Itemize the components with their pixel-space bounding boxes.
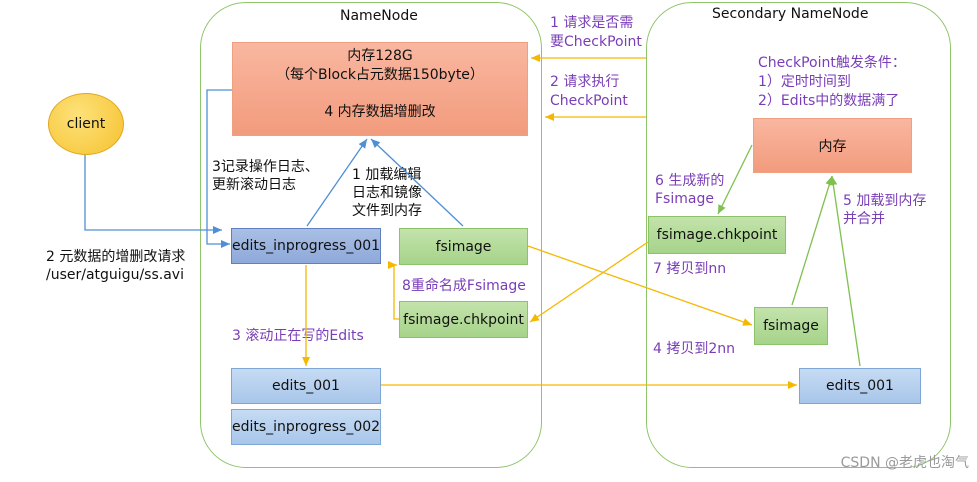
secondary-edits-001-box: edits_001 bbox=[799, 368, 921, 404]
secondary-memory-box: 内存 bbox=[753, 118, 912, 173]
generate-line2: Fsimage bbox=[655, 191, 714, 207]
namenode-fsimage-chkpoint-box: fsimage.chkpoint bbox=[399, 301, 528, 338]
client-request-line1: 2 元数据的增删改请求 bbox=[46, 249, 186, 265]
secondary-memory-label: 内存 bbox=[818, 138, 847, 155]
trigger-line1: CheckPoint触发条件： bbox=[758, 55, 906, 71]
edits-inprogress-001-label: edits_inprogress_001 bbox=[231, 238, 381, 254]
roll-edits-label: 3 滚动正在写的Edits bbox=[232, 328, 364, 344]
namenode-edits-001-label: edits_001 bbox=[272, 378, 340, 394]
client-request-line2: /user/atguigu/ss.avi bbox=[46, 267, 184, 283]
namenode-panel bbox=[200, 2, 542, 468]
generate-line1: 6 生成新的 bbox=[655, 173, 725, 189]
namenode-fsimage-box: fsimage bbox=[399, 228, 528, 265]
secondary-fsimage-box: fsimage bbox=[754, 307, 828, 345]
edits-to-memory-arrow bbox=[306, 138, 368, 227]
edits-inprogress-001-box: edits_inprogress_001 bbox=[231, 228, 381, 264]
trigger-line3: 2）Edits中的数据满了 bbox=[758, 93, 900, 109]
secondary-fsimage-chkpoint-box: fsimage.chkpoint bbox=[648, 216, 786, 254]
copy-chkpoint-arrow bbox=[529, 241, 649, 323]
watermark: CSDN @老虎也淘气 bbox=[840, 455, 969, 471]
record-log-line2: 更新滚动日志 bbox=[212, 177, 296, 193]
copy-nn-label: 7 拷贝到nn bbox=[653, 261, 727, 277]
namenode-fsimage-chkpoint-label: fsimage.chkpoint bbox=[403, 311, 524, 328]
edits-inprogress-002-label: edits_inprogress_002 bbox=[231, 419, 381, 435]
client-node: client bbox=[48, 93, 124, 155]
namenode-title: NameNode bbox=[340, 8, 418, 24]
rename-label: 8重命名成Fsimage bbox=[402, 278, 526, 294]
load-merge-line2: 并合并 bbox=[843, 211, 885, 227]
copy-fsimage-arrow bbox=[527, 245, 753, 326]
client-label: client bbox=[66, 116, 106, 132]
namenode-fsimage-label: fsimage bbox=[435, 238, 492, 255]
memory-size-text: 内存128G bbox=[347, 48, 413, 64]
memory-crud-text: 4 内存数据增删改 bbox=[324, 104, 436, 120]
copy-2nn-label: 4 拷贝到2nn bbox=[653, 341, 736, 357]
namenode-memory-box: 内存128G （每个Block占元数据150byte） 4 内存数据增删改 bbox=[232, 42, 528, 136]
secondary-namenode-panel bbox=[646, 2, 951, 468]
secondary-namenode-title: Secondary NameNode bbox=[712, 6, 869, 22]
load-merge-line1: 5 加载到内存 bbox=[843, 193, 927, 209]
memory-block-text: （每个Block占元数据150byte） bbox=[276, 67, 484, 83]
ask-checkpoint-line2: 要CheckPoint bbox=[550, 34, 642, 50]
load-line2: 日志和镜像 bbox=[352, 185, 422, 201]
edits-to-snn-memory-arrow bbox=[829, 175, 861, 367]
load-line3: 文件到内存 bbox=[352, 203, 422, 219]
client-to-edits-arrow bbox=[84, 155, 222, 234]
ask-checkpoint-line1: 1 请求是否需 bbox=[550, 15, 634, 31]
secondary-fsimage-chkpoint-label: fsimage.chkpoint bbox=[656, 227, 778, 243]
record-log-line1: 3记录操作日志、 bbox=[212, 159, 319, 175]
rename-arrow bbox=[388, 261, 399, 320]
secondary-fsimage-label: fsimage bbox=[763, 318, 819, 334]
secondary-edits-001-label: edits_001 bbox=[826, 378, 894, 394]
fsimage-to-snn-memory-arrow bbox=[791, 175, 834, 306]
do-checkpoint-line1: 2 请求执行 bbox=[550, 74, 620, 90]
namenode-edits-001-box: edits_001 bbox=[231, 368, 381, 404]
trigger-line2: 1）定时时间到 bbox=[758, 74, 851, 90]
edits-inprogress-002-box: edits_inprogress_002 bbox=[231, 409, 381, 445]
fsimage-to-memory-arrow bbox=[370, 138, 464, 227]
memory-to-edits-arrow bbox=[206, 89, 232, 248]
memory-to-chkpoint-arrow bbox=[717, 144, 753, 215]
do-checkpoint-line2: CheckPoint bbox=[550, 93, 628, 109]
